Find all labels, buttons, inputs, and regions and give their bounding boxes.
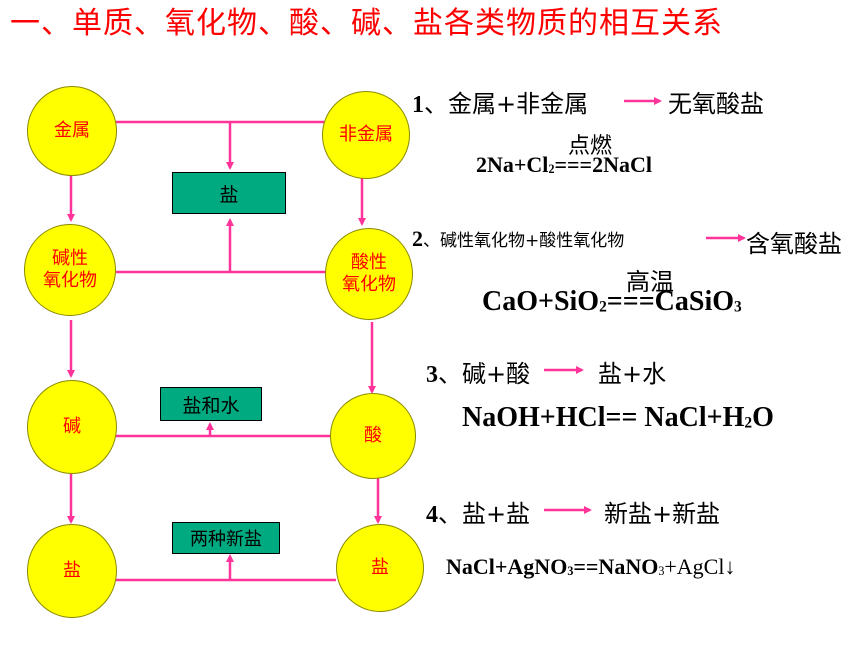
reaction-4-reactants: 、盐+盐: [438, 500, 531, 528]
node-acid: 酸: [330, 393, 416, 479]
reaction-3-number: 3: [426, 362, 438, 388]
eq-subscript: 3: [734, 298, 742, 316]
eq-part: 2Na+Cl: [476, 152, 549, 177]
reaction-3-product: 盐+水: [598, 360, 667, 388]
product-salt-box: 盐: [172, 172, 286, 214]
product-salt-water-box: 盐和水: [160, 387, 262, 421]
reaction-1-reactants: 、金属+非金属: [424, 90, 589, 118]
reaction-2-number: 2: [412, 226, 423, 251]
reaction-4-header: 4、盐+盐: [426, 494, 530, 529]
reaction-3-equation: NaOH+HCl== NaCl+H2O: [462, 402, 774, 434]
eq-subscript: 3: [658, 564, 665, 579]
eq-part: O: [752, 402, 774, 433]
reaction-4-product: 新盐+新盐: [604, 500, 721, 528]
reaction-1-product: 无氧酸盐: [668, 90, 764, 118]
precipitate-arrow-icon: ↓: [724, 554, 736, 579]
reaction-4-number: 4: [426, 502, 438, 528]
reaction-3-reactants: 、碱+酸: [438, 360, 531, 388]
node-acidic-oxide: 酸性 氧化物: [325, 228, 413, 320]
eq-part: NaOH+HCl== NaCl+H: [462, 402, 745, 433]
node-salt-right: 盐: [336, 524, 424, 612]
node-metal: 金属: [27, 86, 117, 176]
eq-subscript: 2: [548, 162, 555, 177]
reaction-1-equation: 2Na+Cl2===2NaCl: [476, 152, 652, 178]
eq-part: ===CaSiO: [606, 286, 735, 317]
reaction-1-header: 1、金属+非金属: [412, 84, 588, 119]
reaction-4-equation: NaCl+AgNO3==NaNO3+AgCl↓: [446, 554, 735, 580]
node-salt-left: 盐: [27, 524, 117, 618]
node-nonmetal: 非金属: [322, 91, 410, 179]
eq-part: NaCl+AgNO: [446, 554, 568, 579]
eq-part: CaO+SiO: [482, 286, 600, 317]
reaction-1-number: 1: [412, 92, 424, 118]
reaction-2-reactants: 、碱性氧化物+酸性氧化物: [423, 231, 625, 251]
reaction-2-condition: 高温: [626, 268, 674, 296]
reaction-2-header: 2、碱性氧化物+酸性氧化物: [412, 226, 624, 252]
eq-subscript: 2: [744, 414, 753, 432]
reaction-3-header: 3、碱+酸: [426, 354, 530, 389]
page-title: 一、单质、氧化物、酸、碱、盐各类物质的相互关系: [10, 6, 723, 41]
reaction-2-equation: CaO+SiO2===CaSiO3: [482, 286, 742, 318]
node-basic-oxide: 碱性 氧化物: [24, 224, 116, 316]
eq-subscript: 3: [567, 564, 574, 579]
node-base: 碱: [27, 380, 117, 474]
reaction-1-condition: 点燃: [568, 134, 613, 159]
eq-part: ==NaNO: [573, 554, 659, 579]
eq-subscript: 2: [599, 298, 607, 316]
eq-part: +AgCl: [664, 554, 725, 579]
reaction-2-product: 含氧酸盐: [746, 230, 842, 258]
eq-part: ===2NaCl: [554, 152, 652, 177]
product-two-salts-box: 两种新盐: [172, 522, 280, 554]
